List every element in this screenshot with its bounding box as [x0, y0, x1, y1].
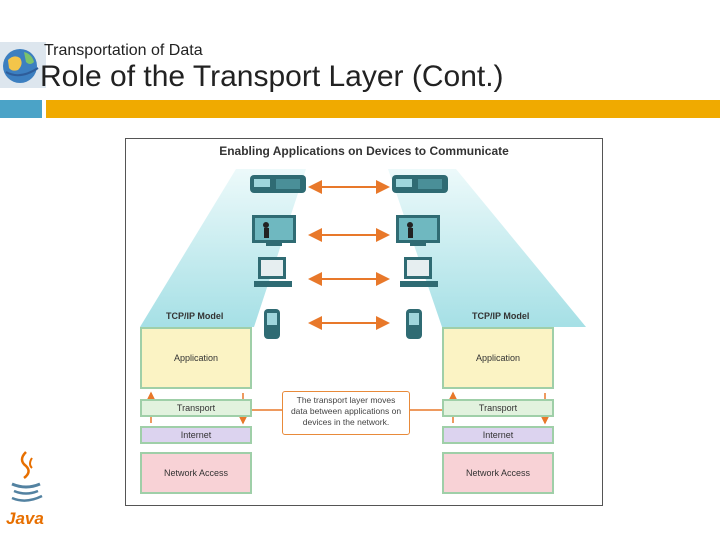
- computer-icon-right: [400, 257, 438, 287]
- svg-text:Java: Java: [6, 509, 44, 528]
- pda-icon-left: [264, 309, 280, 339]
- slide-subtitle: Transportation of Data: [44, 42, 203, 59]
- header-bar-orange: [46, 100, 720, 118]
- right-model-label: TCP/IP Model: [472, 311, 530, 321]
- diagram-graphics: [140, 169, 586, 425]
- ip-phone-icon-right: [392, 175, 448, 193]
- ip-phone-icon-left: [250, 175, 306, 193]
- right-layer-network-access: Network Access: [442, 452, 554, 494]
- right-beam: [388, 169, 586, 327]
- left-layer-network-access: Network Access: [140, 452, 252, 494]
- right-layer-internet: Internet: [442, 426, 554, 444]
- transport-note: The transport layer moves data between a…: [282, 391, 410, 435]
- video-monitor-icon-left: [252, 215, 296, 246]
- left-layer-internet: Internet: [140, 426, 252, 444]
- left-layer-transport: Transport: [140, 399, 252, 417]
- computer-icon-left: [254, 257, 292, 287]
- slide-title: Role of the Transport Layer (Cont.): [40, 60, 504, 93]
- diagram-title: Enabling Applications on Devices to Comm…: [219, 144, 509, 158]
- left-layer-application: Application: [140, 327, 252, 389]
- right-layer-transport: Transport: [442, 399, 554, 417]
- header-bar-blue: [0, 100, 42, 118]
- java-logo-icon: Java: [6, 451, 44, 528]
- left-beam: [140, 169, 306, 327]
- diagram-panel: Enabling Applications on Devices to Comm…: [125, 138, 603, 506]
- right-layer-application: Application: [442, 327, 554, 389]
- left-model-label: TCP/IP Model: [166, 311, 224, 321]
- video-monitor-icon-right: [396, 215, 440, 246]
- pda-icon-right: [406, 309, 422, 339]
- globe-logo-icon: [0, 42, 46, 88]
